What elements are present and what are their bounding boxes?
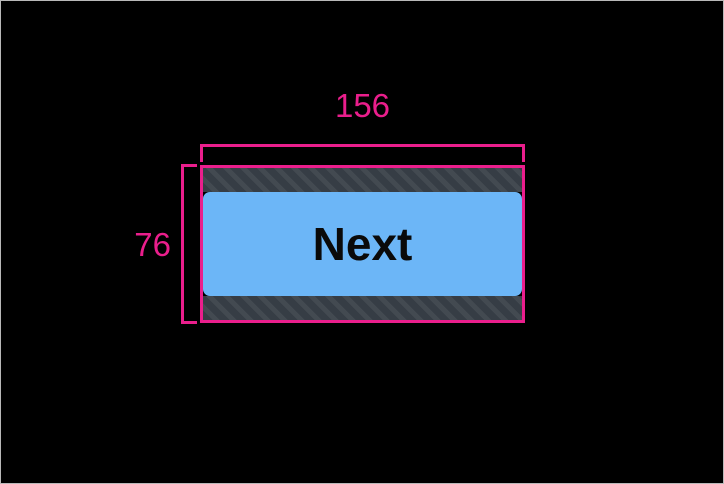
height-dimension-bracket [181,164,197,324]
height-dimension-value: 76 [134,226,171,263]
width-dimension-bracket [200,144,525,162]
top-padding-hatch [203,168,522,192]
next-button-bounding-box[interactable]: Next [200,165,525,323]
next-button[interactable]: Next [203,192,522,296]
width-dimension-value: 156 [334,87,391,124]
bottom-padding-hatch [203,296,522,320]
next-button-label: Next [312,218,413,270]
